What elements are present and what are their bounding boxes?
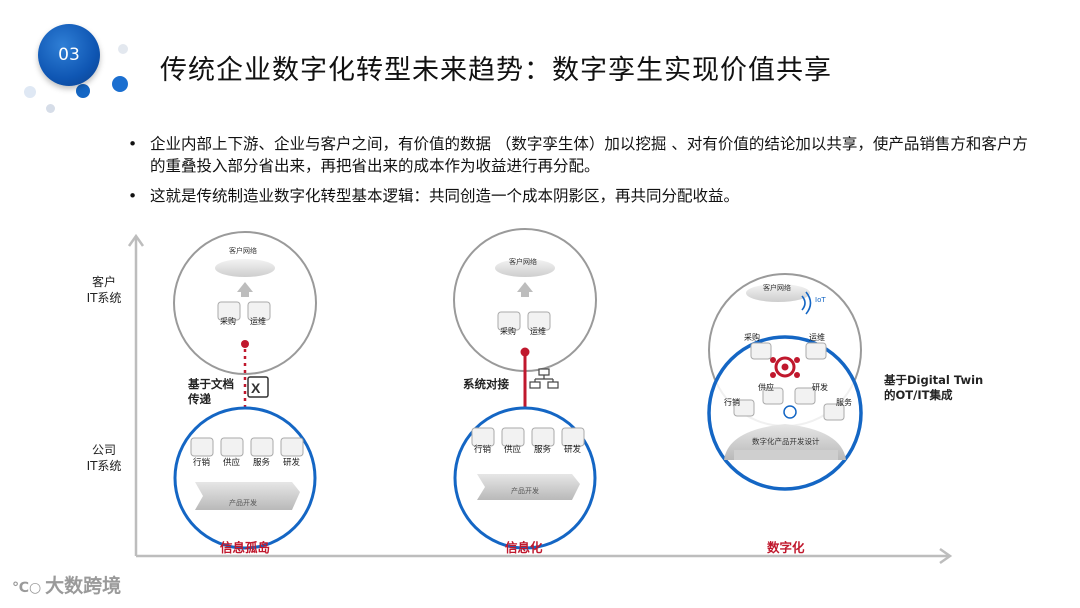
company-circle (175, 408, 315, 548)
module-label: 采购 (220, 316, 236, 327)
stage-label-digitalization: 数字化 (767, 537, 805, 556)
document-transfer-label: 基于文档 传递 (188, 377, 234, 407)
stage-label-informatization: 信息化 (505, 537, 543, 556)
excel-icon-glyph: X (251, 380, 261, 396)
link-dot (241, 340, 249, 348)
watermark-logo: ℃○大数跨境 (12, 571, 121, 598)
link-dot (521, 348, 530, 357)
module-label: 运维 (530, 326, 546, 337)
cloud-label: 客户网络 (509, 257, 537, 267)
cloud-label: 客户网络 (229, 246, 257, 256)
stage-label-info-island: 信息孤岛 (220, 537, 270, 556)
module-label: 研发 (283, 456, 300, 468)
cloud-label: 客户网络 (763, 283, 791, 293)
module-label: 供应 (504, 443, 521, 455)
system-link-label: 系统对接 (463, 377, 509, 392)
module-label: 服务 (836, 397, 852, 408)
module-label: 服务 (253, 456, 270, 468)
cloud-icon (215, 259, 275, 277)
stage-digitalization (709, 274, 861, 489)
module-label: 行销 (474, 443, 491, 455)
module-label: 研发 (564, 443, 581, 455)
module-label: 运维 (809, 332, 825, 343)
module-label: 运维 (250, 316, 266, 327)
base-label: 产品开发 (229, 498, 257, 508)
module-label: 行销 (193, 456, 210, 468)
module-label: 供应 (758, 382, 774, 393)
cube-icon (784, 406, 796, 418)
module-label: 行销 (724, 397, 740, 408)
digital-twin-integration-label: 基于Digital Twin 的OT/IT集成 (884, 373, 983, 403)
module-label: 采购 (744, 332, 760, 343)
watermark-icon: ℃○ (12, 580, 41, 596)
module-label: 服务 (534, 443, 551, 455)
iot-label: IoT (815, 296, 826, 304)
base-label: 产品开发 (511, 486, 539, 496)
watermark-text: 大数跨境 (45, 575, 121, 597)
module-label: 供应 (223, 456, 240, 468)
digital-base-label: 数字化产品开发设计 (752, 436, 820, 447)
module-label: 研发 (812, 382, 828, 393)
digital-product-base-strip (734, 450, 838, 460)
network-icon (530, 369, 558, 388)
module-label: 采购 (500, 326, 516, 337)
